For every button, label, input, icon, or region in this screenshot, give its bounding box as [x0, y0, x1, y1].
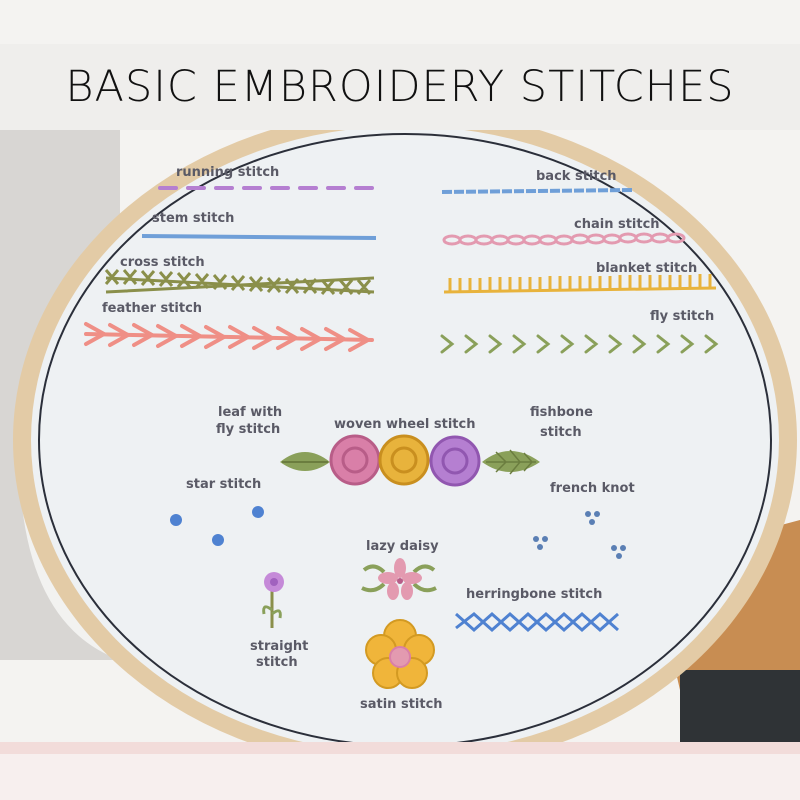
label-satin-stitch: satin stitch — [360, 697, 443, 712]
label-french-knot: french knot — [550, 481, 635, 496]
blanket-stitch-line — [443, 274, 717, 294]
page-title: BASIC EMBROIDERY STITCHES — [65, 62, 735, 112]
chain-stitch-line — [442, 232, 686, 246]
label-fishbone-line1: fishbone — [530, 405, 593, 420]
woven-wheel-pink-inner — [341, 446, 369, 474]
satin-stitch-flower — [365, 619, 435, 689]
label-fly-stitch: fly stitch — [650, 309, 714, 324]
dark-mat — [680, 670, 800, 745]
french-knot-dots — [533, 511, 626, 559]
herringbone-stitch-line — [455, 611, 619, 633]
label-star-stitch: star stitch — [186, 477, 261, 492]
title-band: BASIC EMBROIDERY STITCHES — [0, 44, 800, 130]
bottom-accent-line — [0, 742, 800, 754]
label-herringbone: herringbone stitch — [466, 587, 602, 602]
feather-stitch-line — [84, 322, 374, 352]
woven-wheel-purple-inner — [441, 447, 469, 475]
label-fishbone-line2: stitch — [540, 425, 582, 440]
woven-wheel-purple — [429, 435, 481, 487]
straight-stitch-flower — [262, 572, 284, 628]
label-leaf-line2: fly stitch — [216, 422, 280, 437]
stem-stitch-line — [141, 234, 377, 240]
label-woven-wheel: woven wheel stitch — [334, 417, 475, 432]
label-lazy-daisy: lazy daisy — [366, 539, 439, 554]
back-stitch-line — [441, 188, 633, 194]
star-stitch-stars — [170, 506, 264, 546]
woven-wheel-yellow-inner — [390, 446, 418, 474]
label-straight-line2: stitch — [256, 655, 298, 670]
label-straight-line1: straight — [250, 639, 308, 654]
label-stem-stitch: stem stitch — [152, 211, 234, 226]
fishbone-leaf-veins — [486, 449, 536, 475]
fly-stitch-line — [440, 334, 719, 354]
cross-stitch-line — [104, 269, 375, 295]
label-leaf-line1: leaf with — [218, 405, 282, 420]
label-running-stitch: running stitch — [176, 165, 279, 180]
label-cross-stitch: cross stitch — [120, 255, 205, 270]
label-chain-stitch: chain stitch — [574, 217, 660, 232]
label-feather-stitch: feather stitch — [102, 301, 202, 316]
lazy-daisy-flower — [361, 558, 437, 600]
woven-wheel-yellow — [378, 434, 430, 486]
label-blanket-stitch: blanket stitch — [596, 261, 697, 276]
label-back-stitch: back stitch — [536, 169, 617, 184]
woven-wheel-pink — [329, 434, 381, 486]
